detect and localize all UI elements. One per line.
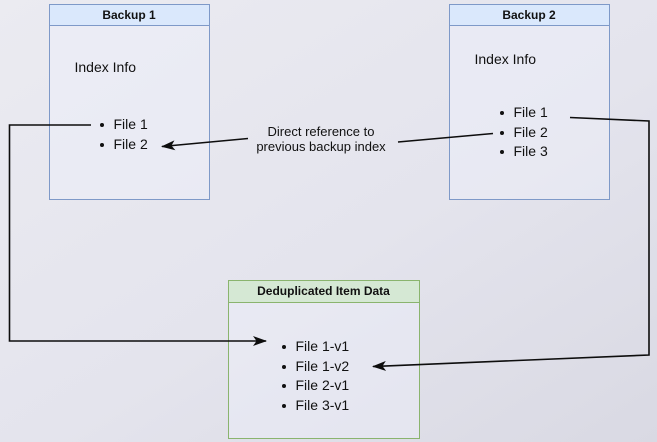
file-item: File 1 [99,115,148,135]
backup1-subtitle: Index Info [74,59,137,75]
edge-annotation-line1: Direct reference to [267,124,375,139]
file-item: File 1-v2 [281,357,349,377]
edge-annotation-line2: previous backup index [256,139,386,154]
backup2-title: Backup 2 [449,5,609,26]
backup2-subtitle: Index Info [474,51,537,67]
file-item: File 2 [499,123,548,143]
file-item: File 2-v1 [281,376,349,396]
file-item: File 3-v1 [281,396,349,416]
edge-annotation: Direct reference to previous backup inde… [243,124,399,154]
file-item: File 2 [99,135,148,155]
file-item: File 1-v1 [281,337,349,357]
backup1-title: Backup 1 [49,5,209,26]
file-item: File 3 [499,142,548,162]
dedup-title: Deduplicated Item Data [228,281,419,303]
file-item: File 1 [499,103,548,123]
